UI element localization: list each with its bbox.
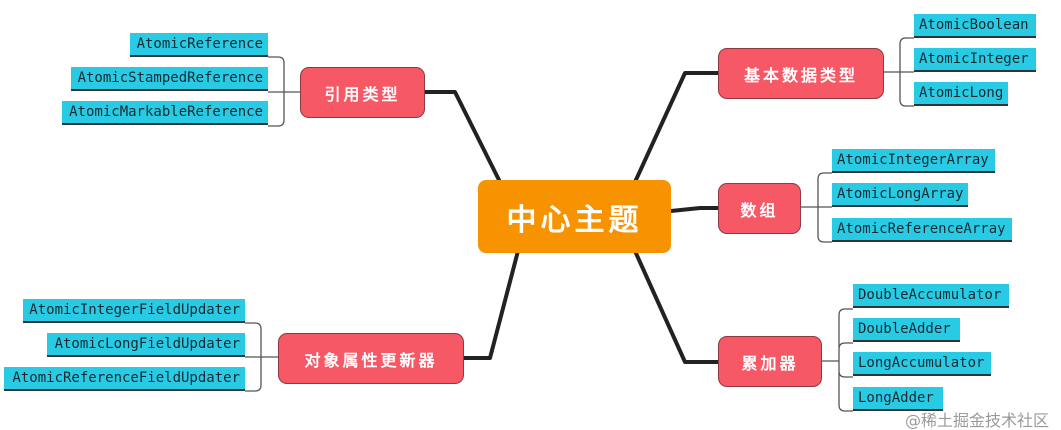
topic-reference-types[interactable]: 引用类型 <box>300 67 425 118</box>
leaf-long-accumulator[interactable]: LongAccumulator <box>853 352 991 376</box>
leaf-atomic-markable-reference[interactable]: AtomicMarkableReference <box>62 101 268 125</box>
leaf-atomic-integer-array[interactable]: AtomicIntegerArray <box>832 149 995 173</box>
leaf-atomic-long-array[interactable]: AtomicLongArray <box>832 183 968 207</box>
leaf-long-adder[interactable]: LongAdder <box>853 387 943 411</box>
leaf-atomic-integer[interactable]: AtomicInteger <box>914 48 1036 72</box>
watermark: @稀土掘金技术社区 <box>905 411 1050 430</box>
leaf-atomic-stamped-reference[interactable]: AtomicStampedReference <box>71 67 268 91</box>
leaf-double-accumulator[interactable]: DoubleAccumulator <box>853 284 1009 308</box>
leaf-double-adder[interactable]: DoubleAdder <box>853 318 960 342</box>
leaf-atomic-long[interactable]: AtomicLong <box>914 82 1008 106</box>
leaf-atomic-reference-field-updater[interactable]: AtomicReferenceFieldUpdater <box>4 367 245 391</box>
topic-accumulators[interactable]: 累加器 <box>718 336 822 387</box>
topic-field-updaters[interactable]: 对象属性更新器 <box>278 333 464 384</box>
topic-basic-types[interactable]: 基本数据类型 <box>718 48 884 99</box>
leaf-atomic-reference-array[interactable]: AtomicReferenceArray <box>832 218 1012 242</box>
leaf-atomic-reference[interactable]: AtomicReference <box>130 33 268 57</box>
leaf-atomic-long-field-updater[interactable]: AtomicLongFieldUpdater <box>47 333 245 357</box>
leaf-atomic-integer-field-updater[interactable]: AtomicIntegerFieldUpdater <box>23 299 245 323</box>
leaf-atomic-boolean[interactable]: AtomicBoolean <box>914 14 1036 38</box>
topic-arrays[interactable]: 数组 <box>718 183 801 234</box>
central-topic[interactable]: 中心主题 <box>478 180 671 253</box>
